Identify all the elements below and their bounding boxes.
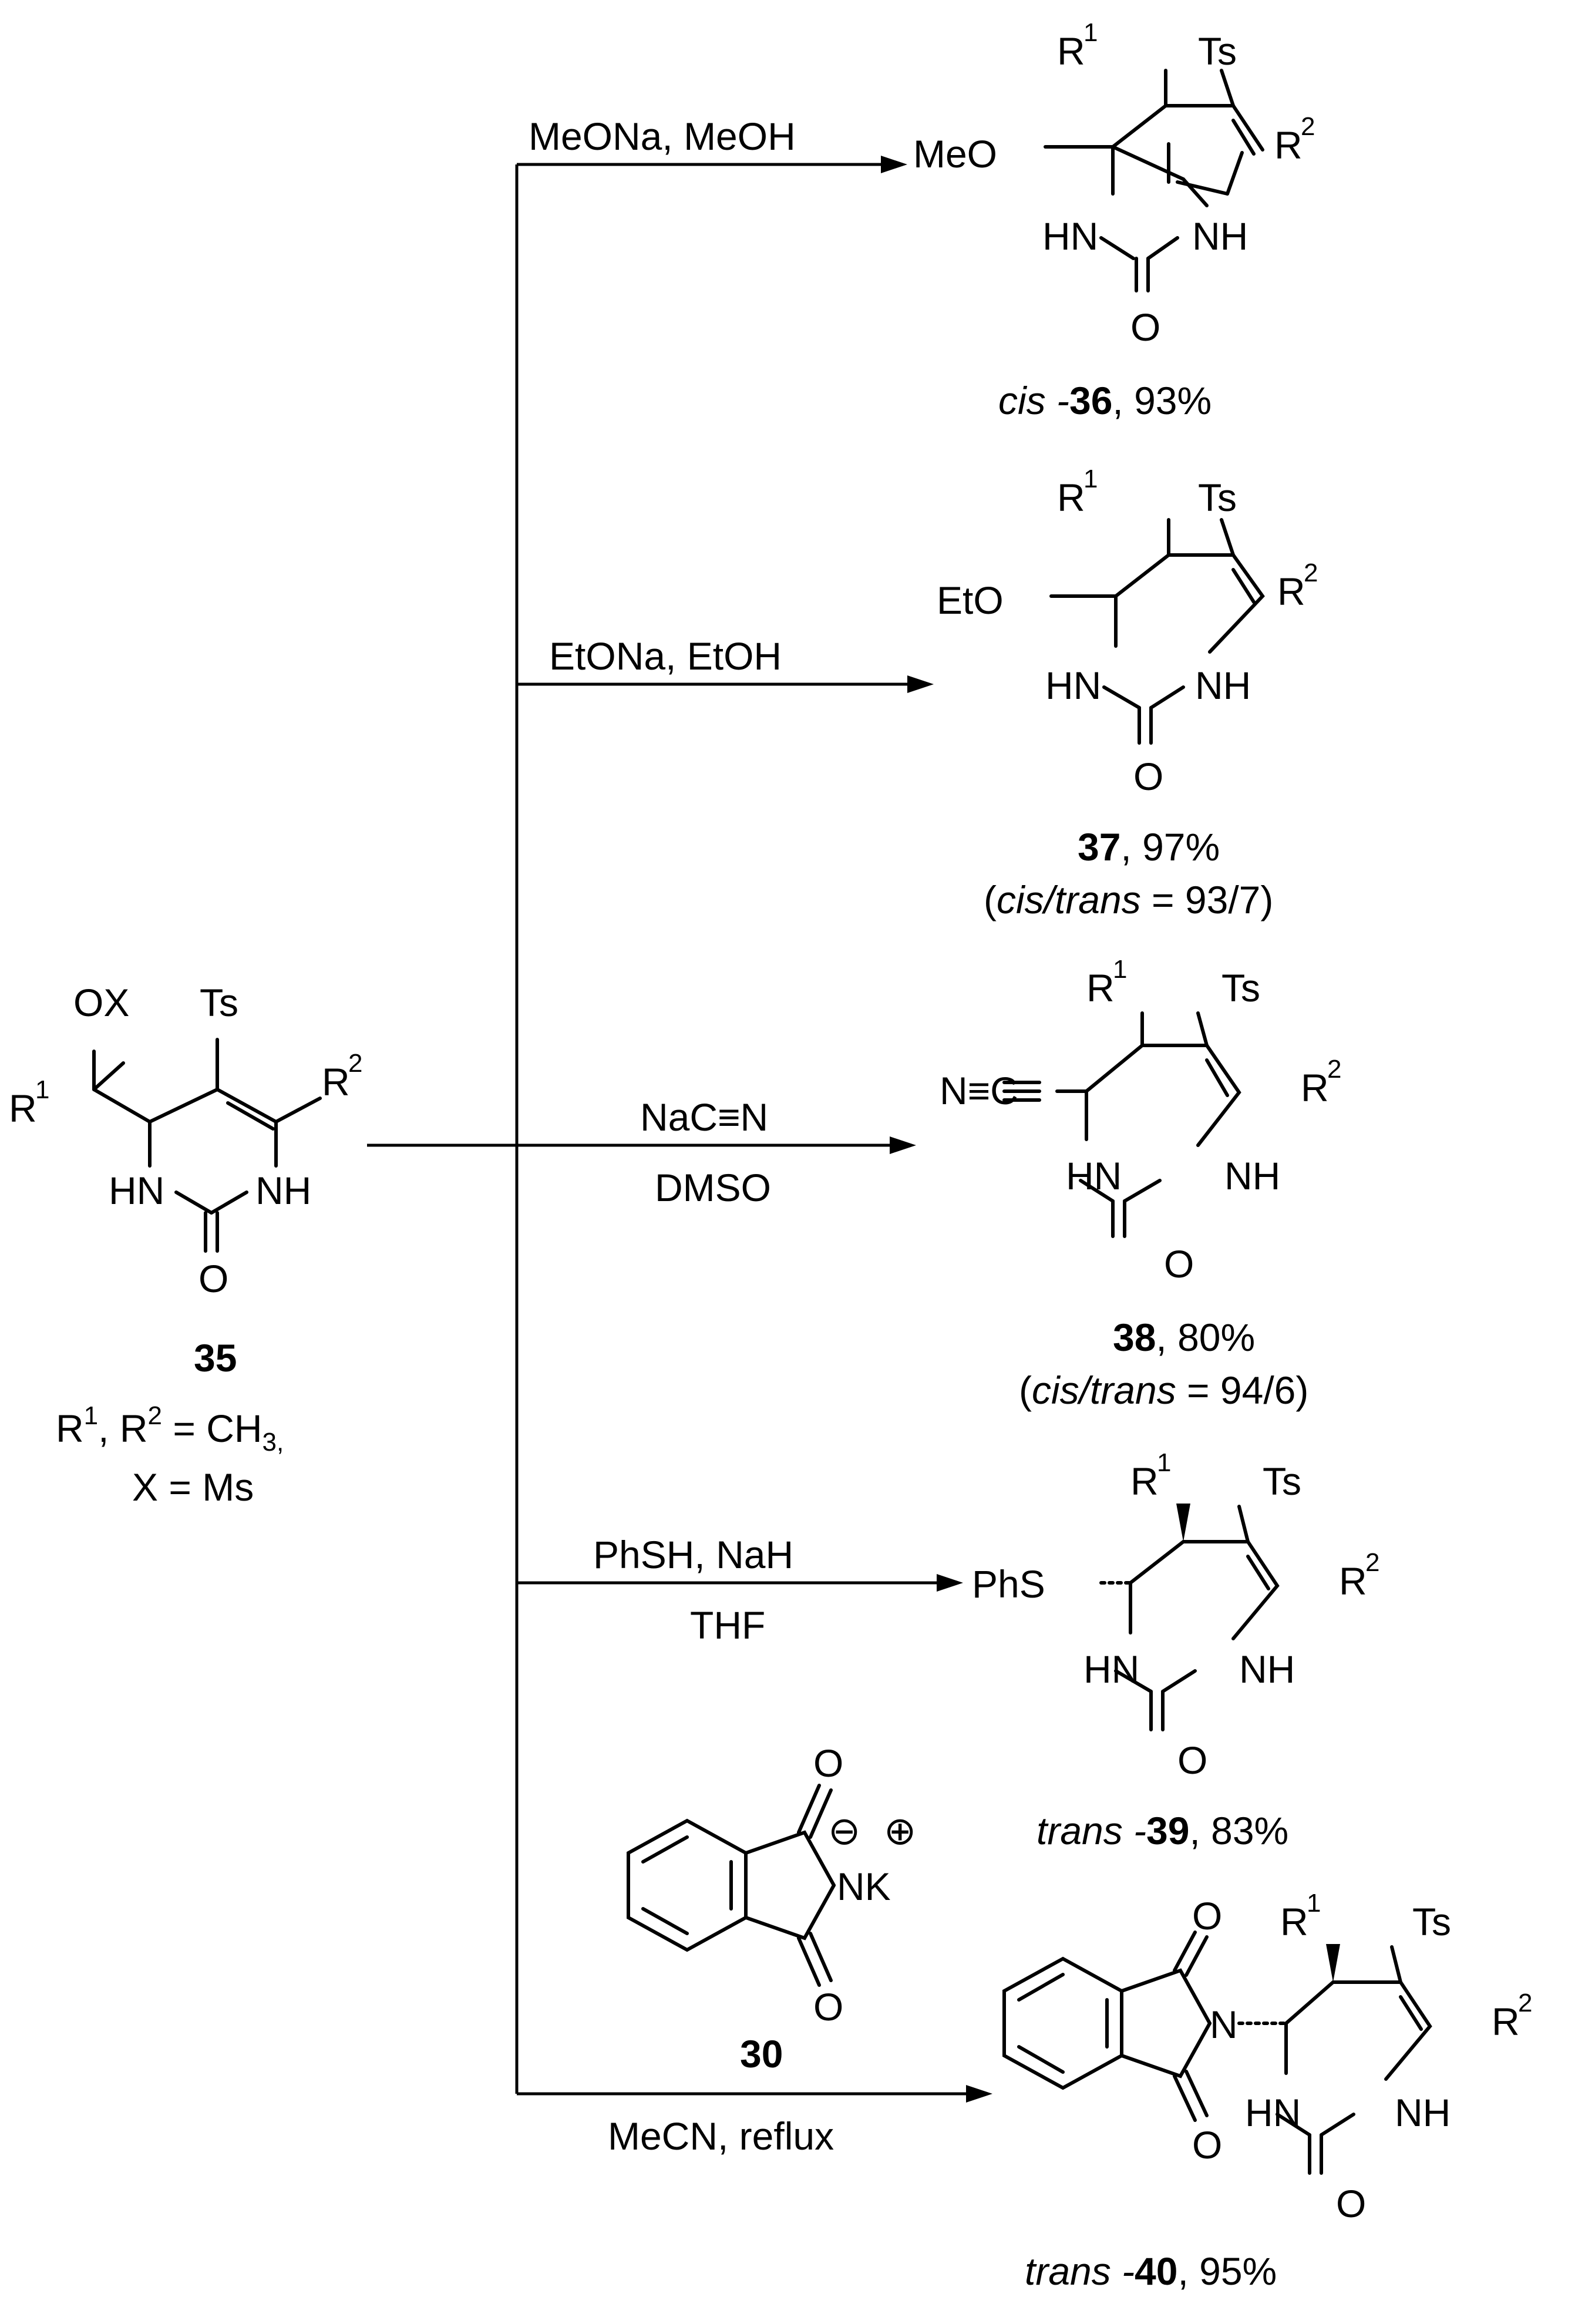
caption-40: trans -40, 95% (1025, 2249, 1277, 2293)
atom-r2-sup: 2 (348, 1049, 362, 1078)
arrowhead-37 (907, 675, 934, 693)
conditions-40-bottom: MeCN, reflux (608, 2114, 834, 2158)
conditions-38-top: NaC≡N (640, 1095, 768, 1139)
product36-r2: R (1274, 123, 1303, 167)
product-39: PhS R 1 Ts R 2 HN NH O trans -39, 83% (972, 1448, 1379, 1852)
atom-r1-sup: 1 (35, 1075, 49, 1104)
product39-nh: NH (1239, 1647, 1295, 1691)
product38-nh: NH (1224, 1154, 1280, 1198)
product36-o: O (1130, 305, 1160, 349)
product37-substituent: EtO (937, 579, 1004, 622)
product40-o-bottom: O (1192, 2123, 1222, 2167)
product38-hn: HN (1066, 1154, 1122, 1198)
ratio-37: (cis/trans = 93/7) (984, 878, 1273, 921)
product37-nh: NH (1195, 664, 1251, 707)
product39-r1-sup: 1 (1157, 1448, 1171, 1477)
product36-nh: NH (1192, 214, 1248, 258)
product40-hn: HN (1245, 2091, 1301, 2134)
branch-arrows (367, 156, 992, 2103)
product-36: MeO R 1 Ts R 2 HN NH O cis -36, 93% (913, 18, 1315, 422)
caption-36: cis -36, 93% (998, 379, 1212, 422)
atom-hn: HN (109, 1169, 164, 1212)
product39-r2: R (1339, 1559, 1367, 1603)
product36-r1: R (1057, 29, 1085, 73)
ratio-38: (cis/trans = 94/6) (1019, 1368, 1308, 1412)
conditions-39-top: PhSH, NaH (593, 1533, 793, 1576)
product40-o: O (1336, 2182, 1366, 2225)
wedge-40 (1326, 1944, 1340, 1982)
reagent30-plus: ⊕ (884, 1809, 916, 1852)
product37-r1-sup: 1 (1083, 465, 1098, 493)
product38-r1: R (1086, 966, 1115, 1010)
product40-o-top: O (1192, 1894, 1222, 1938)
conditions-36: MeONa, MeOH (529, 115, 796, 158)
atom-r1: R (9, 1087, 37, 1130)
product40-r2-sup: 2 (1518, 1989, 1532, 2017)
reagent-conditions-line1: R1, R2 = CH3, (56, 1401, 284, 1457)
product38-r2: R (1301, 1066, 1329, 1109)
reagent30-o-top: O (813, 1741, 843, 1785)
atom-r2: R (322, 1060, 350, 1104)
product37-hn: HN (1045, 664, 1101, 707)
reagent30-minus: ⊖ (828, 1809, 860, 1852)
product40-r2: R (1492, 2000, 1520, 2043)
product39-hn: HN (1083, 1647, 1139, 1691)
caption-38: 38, 80% (1113, 1316, 1255, 1359)
compound-label-30: 30 (740, 2032, 783, 2076)
atom-ox: OX (73, 981, 129, 1024)
wedge-39 (1176, 1504, 1190, 1542)
product39-r1: R (1130, 1459, 1159, 1503)
product39-ts: Ts (1263, 1459, 1301, 1503)
product36-r2-sup: 2 (1301, 112, 1315, 141)
product36-hn: HN (1042, 214, 1098, 258)
product-37: EtO R 1 Ts R 2 HN NH O 37, 97% (cis/tran… (937, 465, 1318, 921)
starting-material-35: OX Ts R 1 R 2 HN NH O 35 R1, R2 = CH3, X… (9, 981, 362, 1509)
product39-r2-sup: 2 (1365, 1548, 1379, 1577)
caption-39: trans -39, 83% (1037, 1809, 1288, 1852)
product38-substituent: N≡C (940, 1069, 1018, 1112)
product-38: N≡C R 1 Ts R 2 HN NH O 38, 80% (cis/tran… (940, 955, 1341, 1412)
product40-r1-sup: 1 (1307, 1889, 1321, 1918)
reagent-30: O ⊖ ⊕ NK O 30 (627, 1741, 916, 2076)
product-40: O N O R 1 Ts R 2 HN NH O trans -40, 95% (1002, 1889, 1532, 2293)
arrowhead-38 (890, 1136, 916, 1154)
product39-o: O (1177, 1738, 1207, 1782)
product37-o: O (1133, 755, 1163, 798)
conditions-38-bottom: DMSO (655, 1166, 771, 1209)
product37-r2: R (1277, 570, 1305, 613)
product40-ts: Ts (1412, 1900, 1451, 1943)
compound-label-35: 35 (194, 1336, 237, 1380)
atom-nh: NH (255, 1169, 311, 1212)
product40-nh: NH (1395, 2091, 1451, 2134)
reagent30-o-bottom: O (813, 1985, 843, 2029)
product40-r1: R (1280, 1900, 1308, 1943)
product37-r1: R (1057, 476, 1085, 519)
product38-ts: Ts (1221, 966, 1260, 1010)
product37-r2-sup: 2 (1304, 559, 1318, 587)
reagent30-nk: NK (837, 1865, 891, 1908)
product36-substituent: MeO (913, 132, 997, 176)
product39-substituent: PhS (972, 1562, 1045, 1606)
product37-ts: Ts (1198, 476, 1237, 519)
arrowhead-39 (937, 1574, 963, 1592)
caption-37: 37, 97% (1078, 825, 1220, 869)
product36-r1-sup: 1 (1083, 18, 1098, 47)
product36-ts: Ts (1198, 29, 1237, 73)
product38-o: O (1164, 1242, 1194, 1286)
product38-r1-sup: 1 (1113, 955, 1127, 984)
conditions-39-bottom: THF (690, 1603, 765, 1647)
arrowhead-40 (966, 2085, 992, 2103)
conditions-37: EtONa, EtOH (549, 634, 782, 678)
arrowhead-36 (881, 156, 907, 173)
reagent-conditions-line2: X = Ms (132, 1465, 254, 1509)
product38-r2-sup: 2 (1327, 1055, 1341, 1084)
product40-n: N (1210, 2003, 1238, 2046)
atom-o: O (198, 1257, 228, 1300)
atom-ts: Ts (200, 981, 238, 1024)
